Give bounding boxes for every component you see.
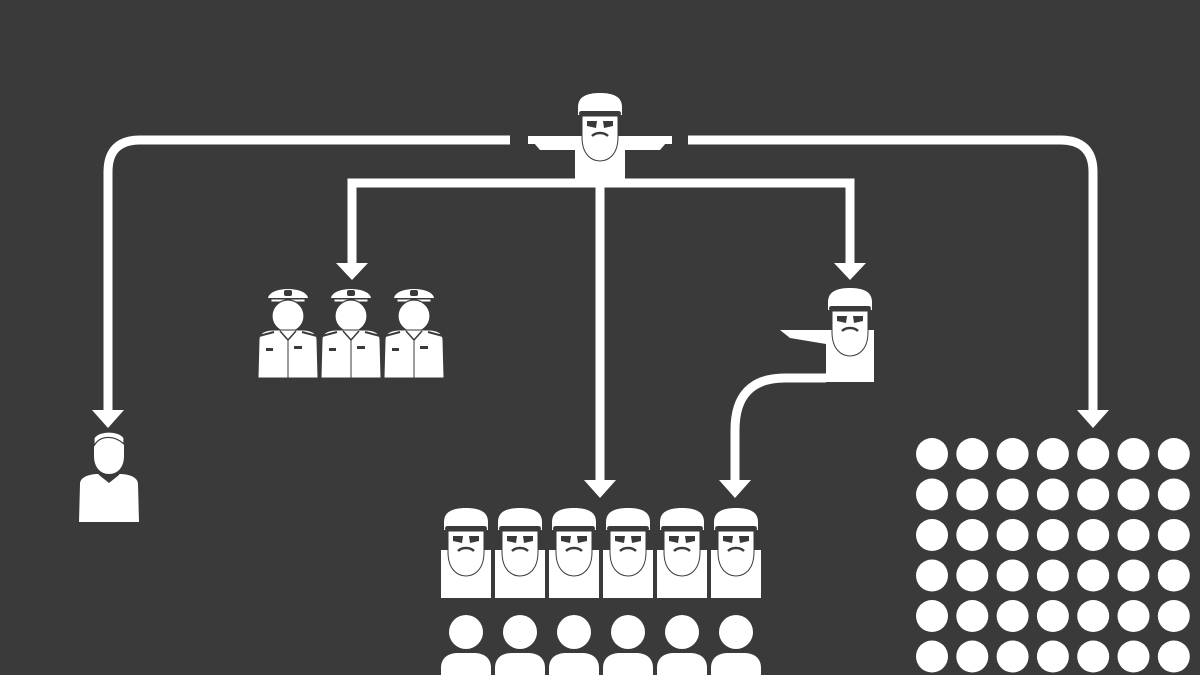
dot-icon bbox=[1157, 519, 1190, 551]
dot-icon bbox=[1157, 559, 1190, 592]
dot-icon bbox=[1077, 438, 1110, 470]
dot-icon bbox=[1117, 559, 1150, 592]
fighters-group bbox=[441, 506, 761, 598]
commander bbox=[780, 286, 874, 382]
person-silhouette-icon bbox=[495, 615, 545, 675]
dot-icon bbox=[1157, 600, 1190, 632]
dot-icon bbox=[1117, 600, 1150, 632]
dot-icon bbox=[916, 640, 948, 673]
dot-icon bbox=[996, 478, 1029, 511]
arrow-to-crowd bbox=[688, 135, 1098, 412]
dot-icon bbox=[1036, 478, 1069, 511]
bearded-man-icon bbox=[712, 506, 760, 578]
dot-icon bbox=[996, 600, 1029, 632]
bearded-man-pointing-both-ways-icon bbox=[576, 91, 624, 163]
military-officer-icon bbox=[383, 288, 445, 379]
dot-icon bbox=[996, 519, 1029, 551]
dot-icon bbox=[956, 600, 989, 632]
dot-icon bbox=[1117, 478, 1150, 511]
dot-icon bbox=[956, 438, 989, 470]
dot-icon bbox=[1036, 559, 1069, 592]
arrow-to-civilian bbox=[103, 135, 510, 412]
dot-icon bbox=[1117, 438, 1150, 470]
followers-group bbox=[441, 615, 761, 675]
person-silhouette-icon bbox=[657, 615, 707, 675]
leader bbox=[528, 91, 672, 182]
fighter bbox=[549, 506, 599, 598]
arrow-commander-to-fighters bbox=[730, 373, 826, 482]
fighter bbox=[495, 506, 545, 598]
person-silhouette-icon bbox=[711, 615, 761, 675]
military-officer-icon bbox=[257, 288, 319, 379]
dot-icon bbox=[956, 478, 989, 511]
dot-icon bbox=[1077, 519, 1110, 551]
person-silhouette-icon bbox=[441, 615, 491, 675]
bearded-man-icon bbox=[550, 506, 598, 578]
bearded-man-icon bbox=[604, 506, 652, 578]
dot-icon bbox=[916, 600, 948, 632]
dot-icon bbox=[1036, 600, 1069, 632]
dot-icon bbox=[996, 640, 1029, 673]
dot-icon bbox=[916, 478, 948, 511]
arrow-heads bbox=[92, 263, 1109, 498]
dot-icon bbox=[1077, 559, 1110, 592]
dot-icon bbox=[1157, 640, 1190, 673]
dot-icon bbox=[1117, 519, 1150, 551]
officers-group bbox=[257, 288, 445, 379]
fighter bbox=[441, 506, 491, 598]
dot-icon bbox=[1077, 478, 1110, 511]
fighter bbox=[657, 506, 707, 598]
bearded-man-pointing-icon bbox=[826, 286, 874, 358]
dot-icon bbox=[1036, 438, 1069, 470]
bearded-man-icon bbox=[658, 506, 706, 578]
dot-icon bbox=[1117, 640, 1150, 673]
dot-icon bbox=[956, 559, 989, 592]
dot-icon bbox=[916, 519, 948, 551]
dot-icon bbox=[996, 438, 1029, 470]
person-silhouette-icon bbox=[549, 615, 599, 675]
dot-icon bbox=[1157, 478, 1190, 511]
dot-icon bbox=[916, 559, 948, 592]
dot-icon bbox=[996, 559, 1029, 592]
military-officer-icon bbox=[320, 288, 382, 379]
dot-icon bbox=[1077, 600, 1110, 632]
dot-icon bbox=[916, 438, 948, 470]
bearded-man-icon bbox=[496, 506, 544, 578]
dot-icon bbox=[1036, 640, 1069, 673]
bearded-man-icon bbox=[442, 506, 490, 578]
dot-icon bbox=[1077, 640, 1110, 673]
dot-icon bbox=[1036, 519, 1069, 551]
fighter bbox=[711, 506, 761, 598]
fighter bbox=[603, 506, 653, 598]
person-silhouette-icon bbox=[603, 615, 653, 675]
dot-icon bbox=[956, 640, 989, 673]
crowd-grid bbox=[916, 438, 1190, 673]
dot-icon bbox=[1157, 438, 1190, 470]
man-in-shirt-icon bbox=[78, 431, 140, 523]
dot-icon bbox=[956, 519, 989, 551]
connector-arrows bbox=[103, 135, 1098, 482]
